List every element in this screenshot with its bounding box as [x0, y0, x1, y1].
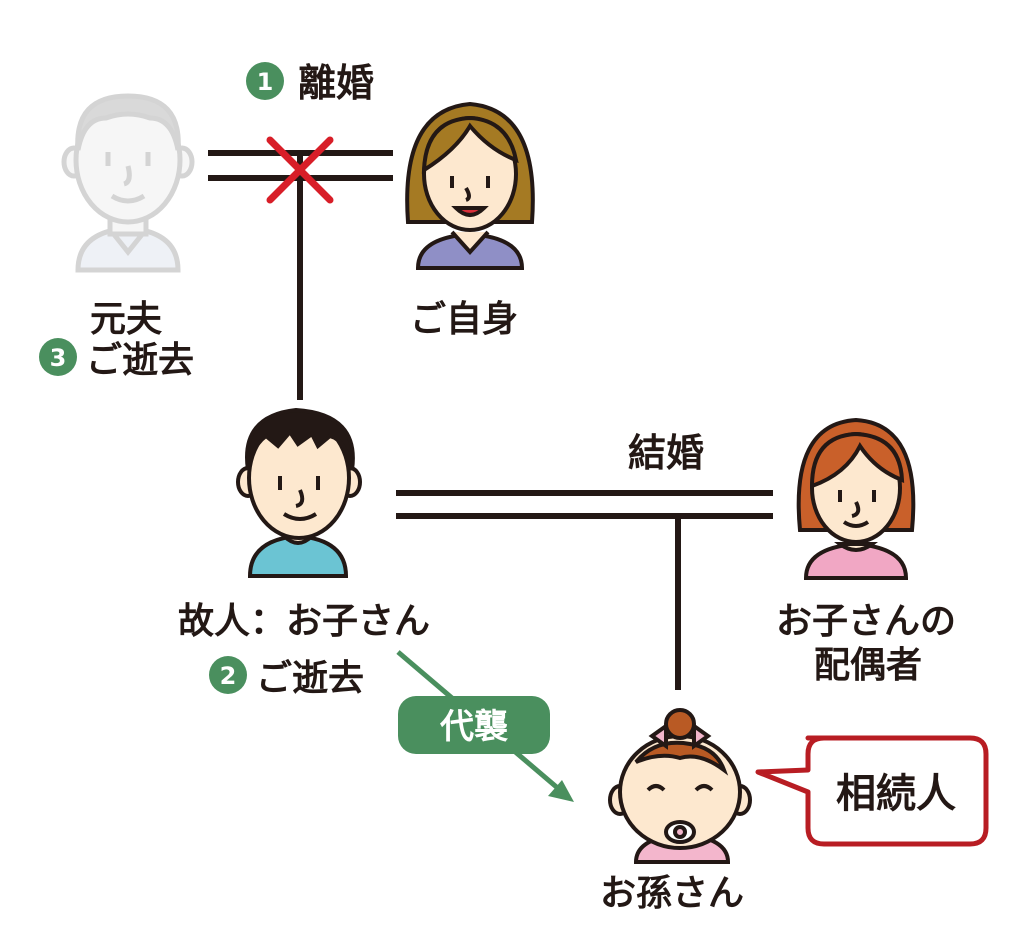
divorce-connector	[208, 150, 393, 400]
baby-icon	[608, 708, 752, 864]
marriage-label: 結婚	[628, 431, 704, 475]
divorce-number-badge	[246, 62, 284, 100]
heir-callout: 相続人	[755, 735, 989, 847]
divorce-cross-mark	[266, 136, 334, 204]
deceased-child-number-badge	[209, 656, 247, 694]
boy-icon	[236, 407, 362, 578]
ex-husband-number: 3	[50, 344, 67, 372]
ex-husband-status-group: 3 ご逝去	[39, 338, 194, 381]
faded-man-icon	[61, 93, 195, 273]
ex-husband-status: ご逝去	[86, 340, 194, 381]
self-label: ご自身	[410, 299, 518, 340]
deceased-child-label: 故人：お子さん	[178, 601, 430, 642]
deceased-child-number: 2	[220, 662, 237, 690]
ex-husband-number-badge	[39, 338, 77, 376]
deceased-child-status-group: 2 ご逝去	[209, 656, 364, 699]
ex-husband-label: 元夫	[90, 299, 163, 340]
daishu-label: 代襲	[439, 707, 509, 747]
spouse-label-line2: 配偶者	[814, 645, 922, 686]
daishu-tag: 代襲	[398, 696, 550, 754]
self-woman-icon	[405, 101, 535, 270]
grandchild-label: お孫さん	[600, 873, 744, 914]
deceased-child-status: ご逝去	[256, 658, 364, 699]
spouse-woman-icon	[796, 417, 916, 580]
divorce-label-group: 1 離婚	[246, 61, 374, 105]
divorce-number: 1	[257, 68, 274, 96]
divorce-label: 離婚	[298, 61, 374, 105]
marriage-connector	[396, 490, 773, 690]
spouse-label-line1: お子さんの	[776, 601, 956, 642]
heir-callout-label: 相続人	[836, 771, 956, 817]
